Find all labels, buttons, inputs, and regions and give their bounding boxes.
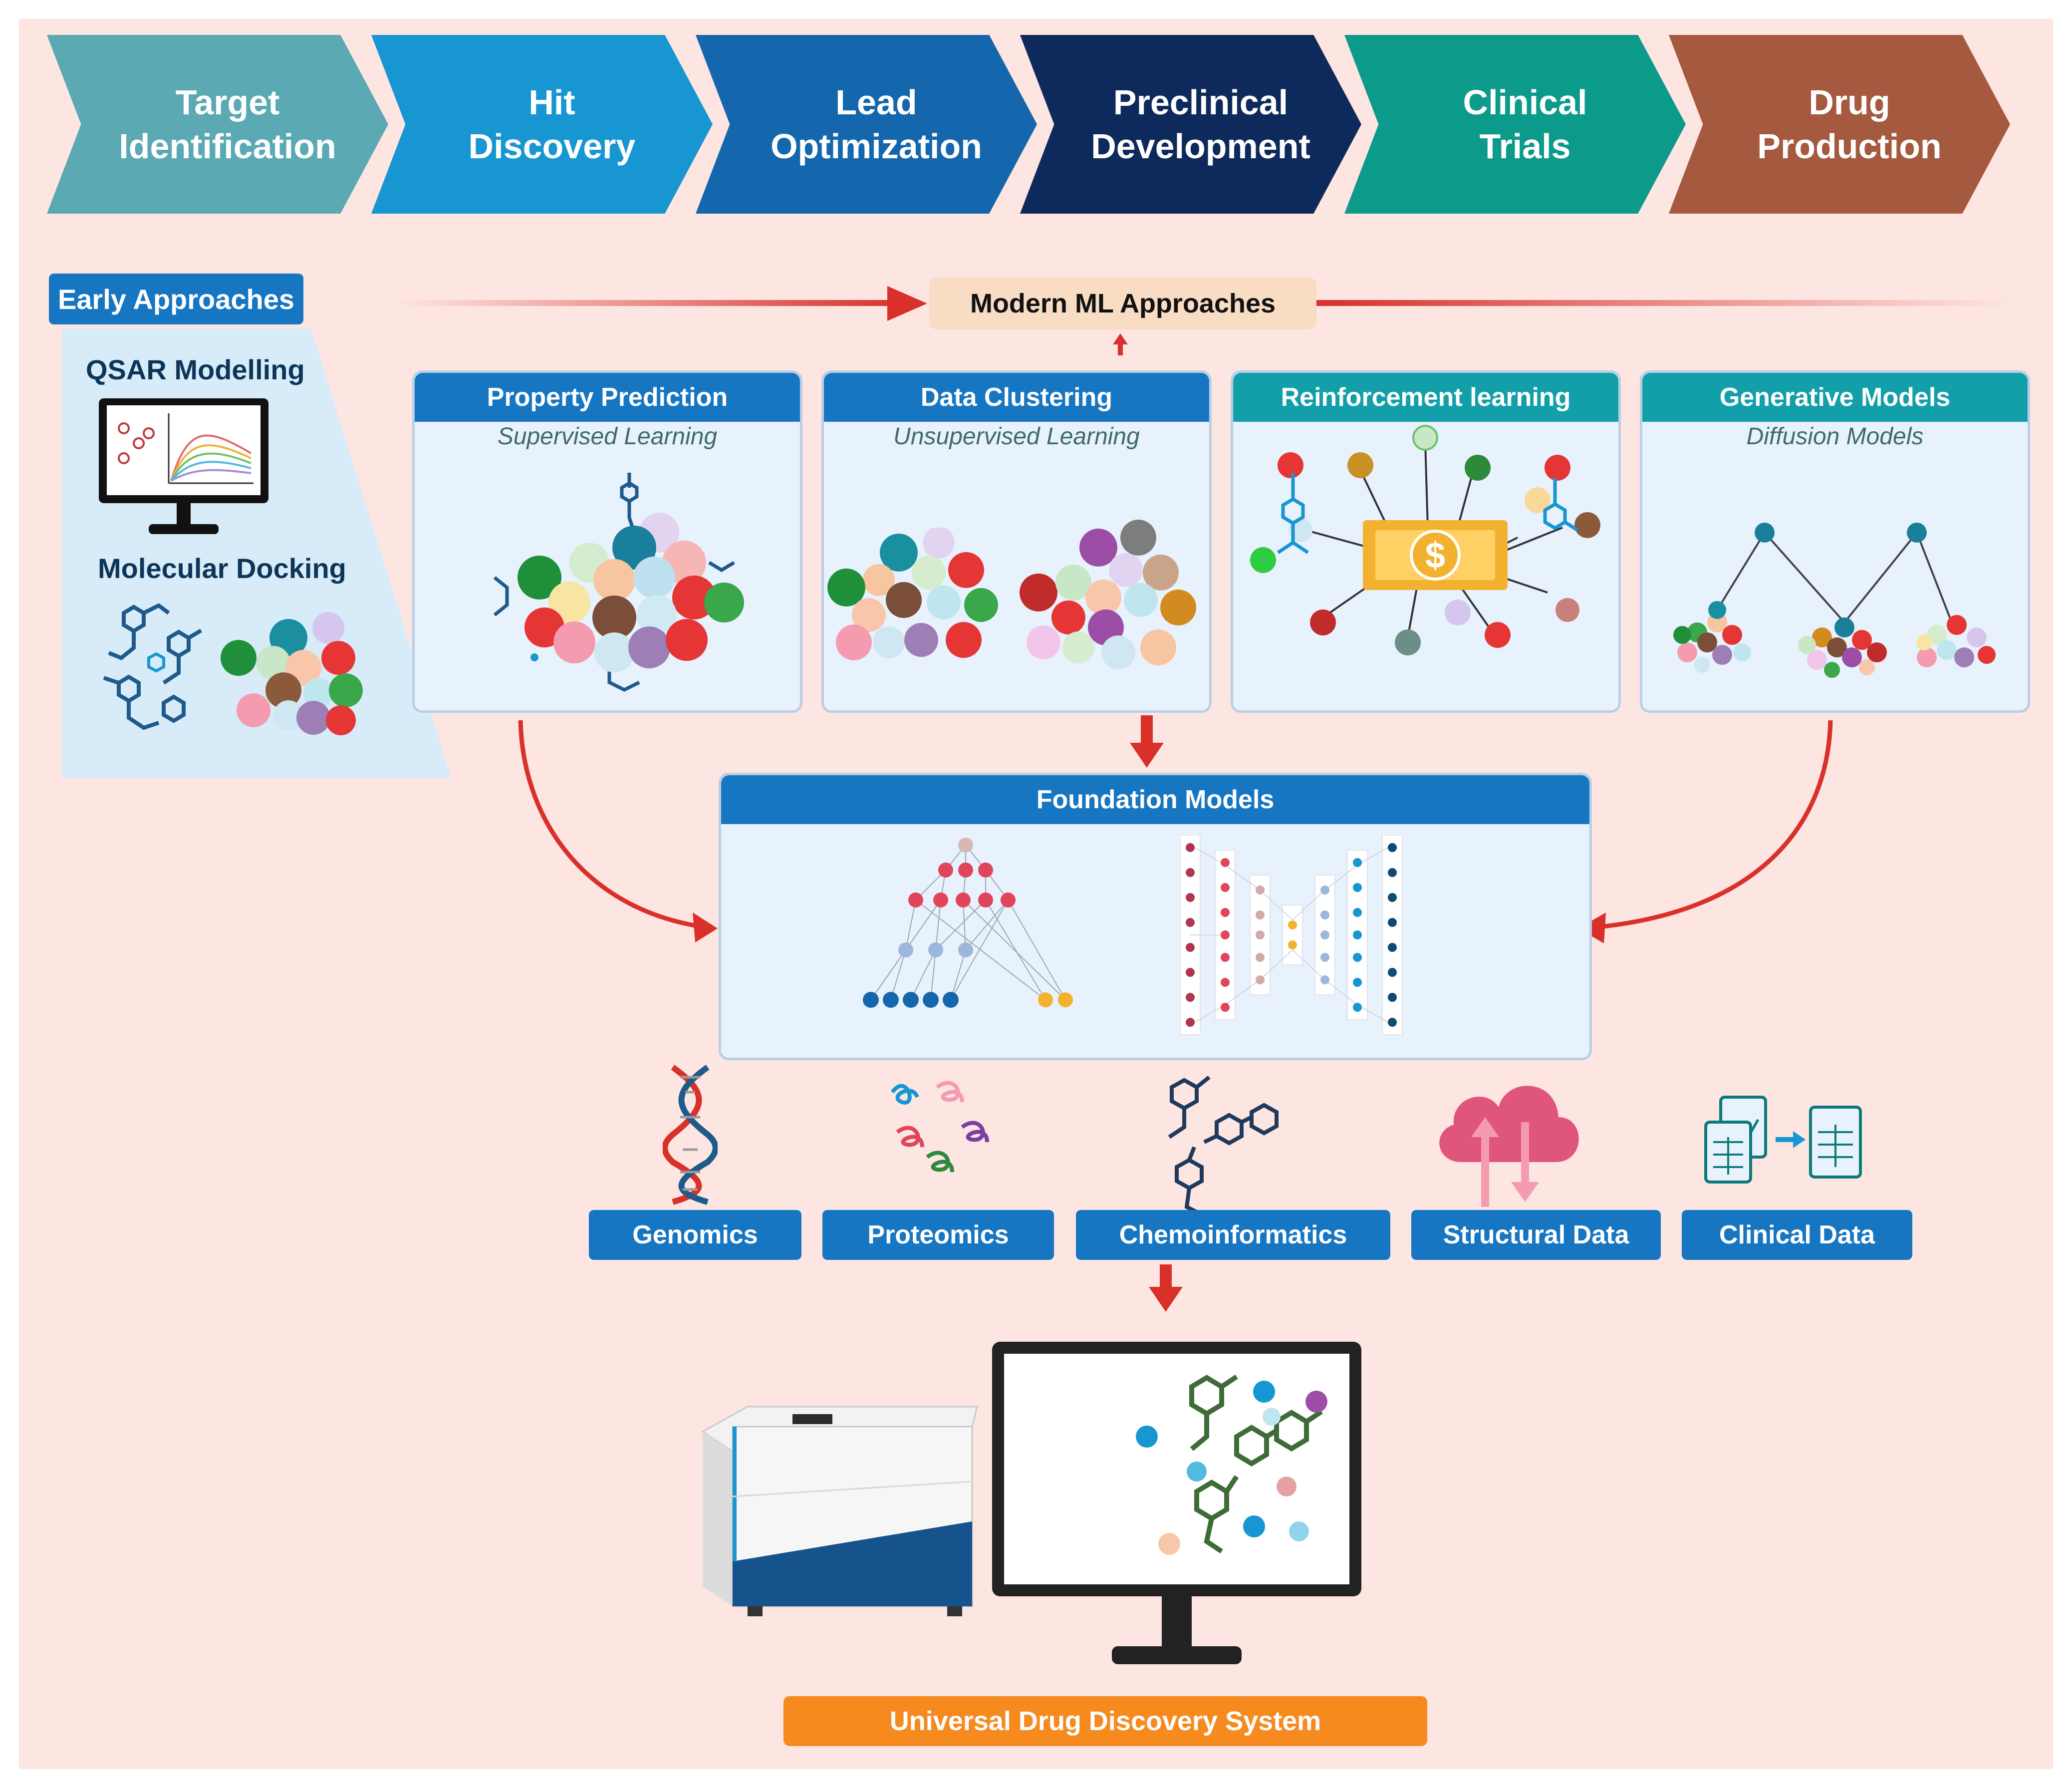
card-reinforcement-learning: Reinforcement learning $ <box>1231 370 1621 713</box>
foundation-models-panel: Foundation Models <box>719 773 1592 1060</box>
clinical-spreadsheet-icon <box>1704 1096 1862 1184</box>
stage-label: Clinical Trials <box>1463 83 1587 166</box>
diagram-canvas: Target Identification Hit Discovery Lead… <box>19 19 2053 1769</box>
stage-hit-discovery: Hit Discovery <box>371 35 713 214</box>
cluster-b-icon <box>1020 520 1196 669</box>
diffusion-tree-icon <box>1673 523 1996 678</box>
arrow-head-right-icon <box>887 286 927 321</box>
card-property-prediction: Property Prediction Supervised Learning <box>412 370 802 713</box>
card-subtitle: Supervised Learning <box>497 423 718 450</box>
stage-preclinical-development: Preclinical Development <box>1020 35 1361 214</box>
chemical-structures-icon <box>1168 1075 1279 1216</box>
foundation-models-title: Foundation Models <box>721 775 1589 824</box>
card-title: Property Prediction <box>415 373 800 422</box>
connector-arrows <box>518 715 1833 1312</box>
stage-lead-optimization: Lead Optimization <box>696 35 1037 214</box>
card-data-clustering: Data Clustering Unsupervised Learning <box>821 370 1212 713</box>
dna-helix-icon <box>663 1065 718 1205</box>
clinical-data-label: Clinical Data <box>1682 1210 1912 1260</box>
genomics-label: Genomics <box>589 1210 801 1260</box>
universal-system-label: Universal Drug Discovery System <box>783 1696 1427 1746</box>
modern-ml-arrow-line-right <box>1316 300 2010 306</box>
molecular-docking-label: Molecular Docking <box>98 553 346 584</box>
qsar-monitor-icon <box>99 398 268 534</box>
card-subtitle: Unsupervised Learning <box>893 423 1140 450</box>
property-prediction-cells-icon <box>493 473 744 692</box>
card-title: Reinforcement learning <box>1233 373 1618 422</box>
reinforcement-network-icon: $ <box>1250 425 1600 655</box>
qsar-modelling-label: QSAR Modelling <box>86 354 305 385</box>
arrow-up-icon <box>1113 333 1128 355</box>
protein-structures-icon <box>890 1081 989 1173</box>
cluster-a-icon <box>827 528 998 660</box>
card-title: Generative Models <box>1642 373 2028 422</box>
card-title: Data Clustering <box>824 373 1209 422</box>
card-subtitle: Diffusion Models <box>1746 423 1924 450</box>
stage-label: Target Identification <box>119 83 336 166</box>
molecule-structures-icon <box>103 603 203 730</box>
cloud-transfer-icon <box>1439 1086 1579 1207</box>
monitor-molecules-icon <box>992 1342 1361 1664</box>
cell-cluster-icon <box>221 612 363 735</box>
neural-network-tree-icon <box>863 838 1073 1008</box>
stage-label: Preclinical Development <box>1091 83 1310 166</box>
proteomics-label: Proteomics <box>822 1210 1054 1260</box>
stage-label: Drug Production <box>1757 83 1942 166</box>
stage-label: Hit Discovery <box>468 83 636 166</box>
modern-ml-arrow-line-left <box>398 300 907 306</box>
lab-instrument-icon <box>701 1406 978 1616</box>
modern-ml-label: Modern ML Approaches <box>929 278 1316 329</box>
svg-text:$: $ <box>1425 536 1445 576</box>
chemoinformatics-label: Chemoinformatics <box>1076 1210 1390 1260</box>
early-approaches-label: Early Approaches <box>49 274 303 324</box>
stage-clinical-trials: Clinical Trials <box>1344 35 1686 214</box>
structural-data-label: Structural Data <box>1411 1210 1661 1260</box>
autoencoder-network-icon <box>1180 835 1403 1035</box>
stage-label: Lead Optimization <box>771 83 982 166</box>
stage-drug-production: Drug Production <box>1669 35 2010 214</box>
card-generative-models: Generative Models Diffusion Models <box>1640 370 2030 713</box>
stage-target-identification: Target Identification <box>47 35 388 214</box>
